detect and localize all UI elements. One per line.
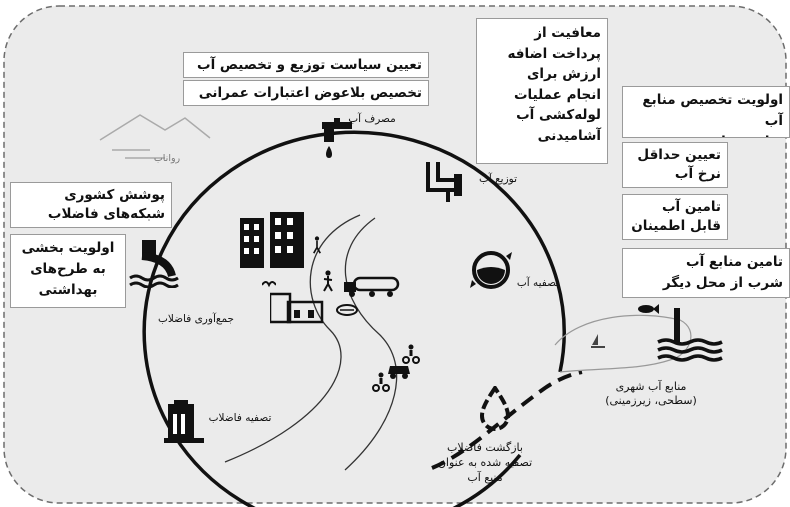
river-left-bank — [224, 214, 361, 463]
treatment-plant-icon — [164, 400, 204, 443]
truck-icon — [344, 276, 400, 297]
policy-box-sewer-coverage: پوشش کشوری شبکه‌های فاضلاب — [10, 182, 172, 228]
label-wastewater-collection: جمع‌آوری فاضلاب — [157, 313, 235, 325]
policy-box-grant: تخصیص بلاعوض اعتبارات عمرانی — [183, 80, 429, 106]
river-right-bank — [344, 217, 398, 471]
pipes-icon — [426, 162, 462, 202]
policy-box-transfer-supply: تامین منابع آب شرب از محل دیگر — [622, 248, 790, 298]
policy-box-urban-priority: اولویت تخصیص منابع آب برای مصارف شهری — [622, 86, 790, 138]
sewer-outlet-icon — [129, 240, 179, 288]
recycle-drop-icon — [479, 386, 511, 431]
policy-box-reliable-supply: تامین آب قابل اطمینان — [622, 194, 728, 240]
policy-box-tax-exemption: معافیت از پرداخت اضافه ارزش برای انجام ع… — [476, 18, 608, 164]
cycle-ring — [142, 130, 566, 507]
motorbike-icon — [372, 372, 390, 392]
label-wastewater-return: بازگشت فاضلاب تصفیه شده به عنوان منبع آب — [437, 441, 533, 484]
sailboat-icon — [591, 334, 605, 348]
houses-icon — [270, 292, 324, 324]
policy-box-min-rate: تعیین حداقل نرخ آب — [622, 142, 728, 188]
fish-icon — [638, 304, 659, 314]
label-treatment: تصفیه آب — [516, 277, 560, 289]
policy-box-sector-priority: اولویت بخشی به طرح‌های بهداشتی — [10, 234, 126, 308]
label-wastewater-treatment: تصفیه فاضلاب — [208, 412, 272, 424]
lake-outline — [554, 314, 692, 373]
policy-box-allocation: تعیین سیاست توزیع و تخصیص آب — [183, 52, 429, 78]
city-buildings-icon — [240, 212, 304, 268]
car-icon — [388, 366, 410, 379]
river-source-icon — [657, 308, 723, 362]
mountain-icon — [99, 114, 211, 159]
bird-icon — [262, 281, 276, 288]
motorbike-icon — [402, 344, 420, 364]
pedestrian-icon — [323, 270, 333, 292]
water-basin-icon — [470, 251, 512, 289]
manhole-icon — [336, 304, 358, 316]
label-urban-sources: منابع آب شهری (سطحی، زیرزمینی) — [605, 380, 697, 407]
pedestrian-icon — [313, 236, 321, 254]
label-distribution: توزیع آب — [478, 173, 518, 185]
label-runoff: رواناب — [153, 153, 181, 164]
faucet-icon — [322, 118, 352, 158]
return-path — [431, 370, 583, 470]
